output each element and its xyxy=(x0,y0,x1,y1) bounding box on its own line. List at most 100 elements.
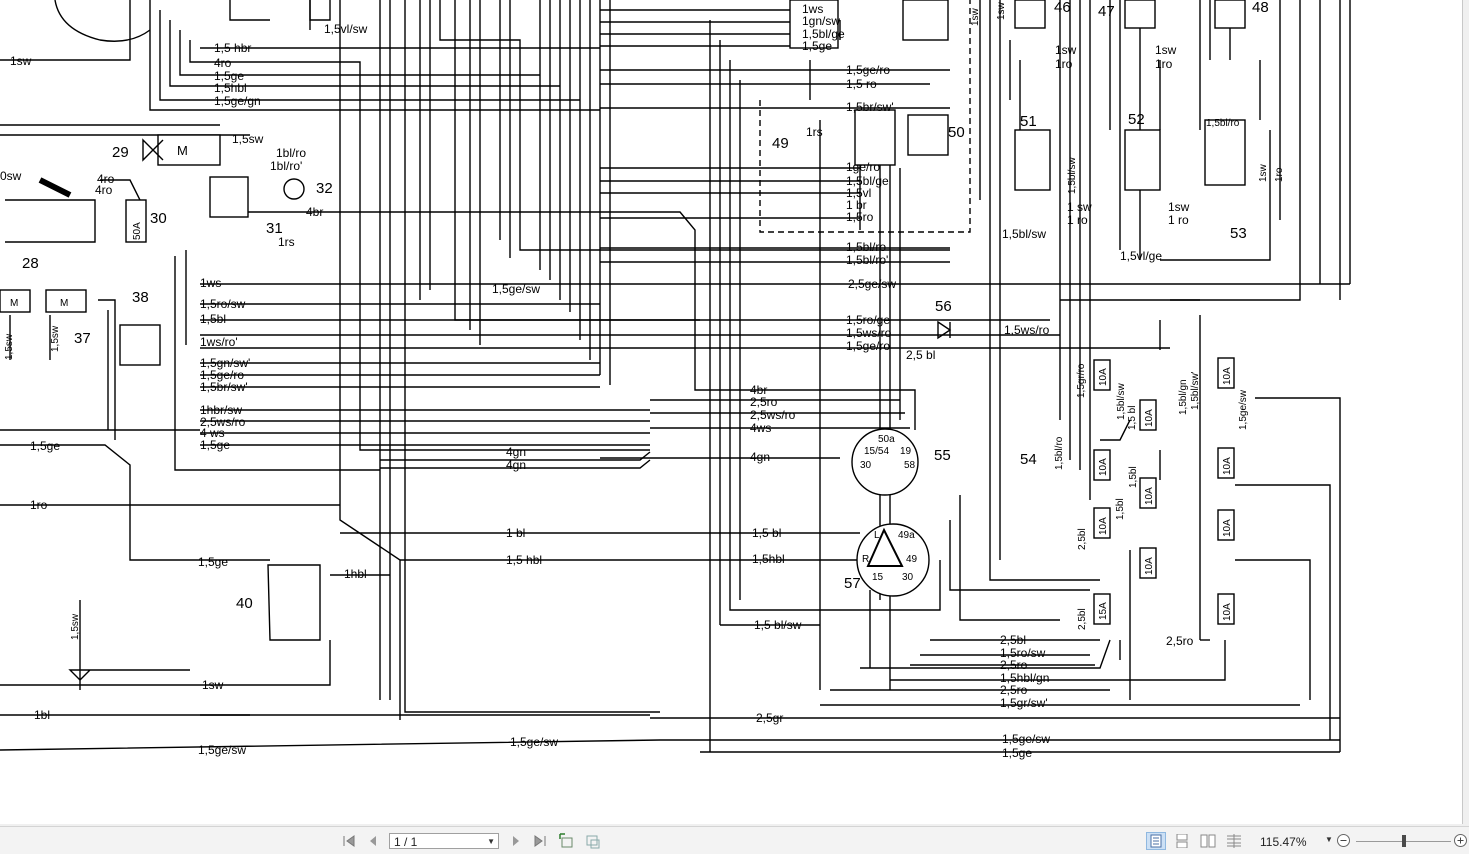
svg-text:1,5sw: 1,5sw xyxy=(70,613,81,640)
svg-text:1sw: 1sw xyxy=(1055,43,1077,57)
facing-view-icon[interactable] xyxy=(1198,832,1218,850)
chevron-down-icon[interactable]: ▼ xyxy=(1325,835,1333,844)
zoom-slider-thumb[interactable] xyxy=(1402,835,1406,847)
svg-text:50: 50 xyxy=(948,124,965,141)
svg-text:1,5bl/ro: 1,5bl/ro xyxy=(1054,436,1065,470)
svg-text:0sw: 0sw xyxy=(0,169,22,183)
svg-text:1bl/ro: 1bl/ro xyxy=(276,146,306,160)
svg-text:50A: 50A xyxy=(132,222,143,240)
svg-text:1,5 ro: 1,5 ro xyxy=(846,77,877,91)
fit-page-icon[interactable] xyxy=(558,833,576,849)
svg-text:50a: 50a xyxy=(878,434,895,445)
component-49 xyxy=(854,109,896,166)
svg-text:51: 51 xyxy=(1020,113,1037,130)
wiring-diagram-page: 1sw 1,5 hbr 4ro 1,5ge 1,5hbl 1,5ge/gn 1,… xyxy=(0,0,1463,824)
component-38 xyxy=(119,324,161,366)
continuous-view-icon[interactable] xyxy=(1172,832,1192,850)
first-page-icon[interactable] xyxy=(341,833,357,849)
top-left-component-arc xyxy=(54,0,151,42)
svg-text:1 sw: 1 sw xyxy=(1067,200,1092,214)
svg-text:4br: 4br xyxy=(750,383,767,397)
svg-text:1,5ge/gn: 1,5ge/gn xyxy=(214,94,261,108)
component-32 xyxy=(283,178,305,200)
svg-text:19: 19 xyxy=(900,446,912,457)
viewer-toolbar: 1 / 1 ▼ 115.47% ▼ xyxy=(0,826,1469,854)
svg-text:1,5vl: 1,5vl xyxy=(846,186,871,200)
svg-text:1,5bl/ro: 1,5bl/ro xyxy=(846,240,886,254)
svg-text:4ro: 4ro xyxy=(95,183,113,197)
svg-text:1,5hbl: 1,5hbl xyxy=(752,552,785,566)
svg-text:1,5ge: 1,5ge xyxy=(214,69,244,83)
fuse-50a xyxy=(125,199,147,243)
document-area[interactable]: 1sw 1,5 hbr 4ro 1,5ge 1,5hbl 1,5ge/gn 1,… xyxy=(0,0,1469,826)
svg-text:1,5br/sw': 1,5br/sw' xyxy=(200,380,248,394)
svg-text:10A: 10A xyxy=(1222,367,1233,385)
svg-text:1,5vl/ge: 1,5vl/ge xyxy=(1120,249,1162,263)
svg-text:2,5ro: 2,5ro xyxy=(1000,683,1028,697)
svg-text:29: 29 xyxy=(112,144,129,161)
svg-text:1ws: 1ws xyxy=(802,2,823,16)
previous-page-icon[interactable] xyxy=(366,833,380,849)
svg-text:1,5bl/ro': 1,5bl/ro' xyxy=(846,253,888,267)
svg-text:1,5sw: 1,5sw xyxy=(4,333,15,360)
svg-text:1,5bl: 1,5bl xyxy=(1128,466,1139,488)
component-numbers: 29 30 31 32 28 37 38 40 46 47 48 49 50 5… xyxy=(22,0,1269,612)
svg-text:2,5bl: 2,5bl xyxy=(1077,608,1088,630)
svg-text:1,5ge/sw: 1,5ge/sw xyxy=(492,282,540,296)
svg-text:1hbl: 1hbl xyxy=(344,567,367,581)
svg-text:1,5ro/sw: 1,5ro/sw xyxy=(200,297,246,311)
svg-text:1,5ge: 1,5ge xyxy=(200,438,230,452)
svg-text:1,5sw: 1,5sw xyxy=(50,325,61,352)
svg-text:30: 30 xyxy=(902,572,914,583)
zoom-out-icon[interactable] xyxy=(1336,833,1351,848)
svg-text:M: M xyxy=(10,298,18,309)
fit-width-icon[interactable] xyxy=(584,833,602,849)
svg-text:1,5 bl: 1,5 bl xyxy=(1127,406,1138,430)
svg-text:1,5bl/sw: 1,5bl/sw xyxy=(1002,227,1046,241)
svg-text:54: 54 xyxy=(1020,451,1037,468)
svg-text:1,5bl/ro: 1,5bl/ro xyxy=(1206,118,1240,129)
svg-text:1,5bl/ge: 1,5bl/ge xyxy=(846,174,889,188)
last-page-icon[interactable] xyxy=(532,833,548,849)
svg-text:1sw: 1sw xyxy=(1168,200,1190,214)
zoom-in-icon[interactable] xyxy=(1453,833,1468,848)
svg-text:1,5 hbr: 1,5 hbr xyxy=(214,41,251,55)
svg-text:1ge/ro: 1ge/ro xyxy=(846,160,880,174)
svg-text:M: M xyxy=(177,143,188,158)
motor-37 xyxy=(45,289,87,313)
svg-text:L: L xyxy=(874,530,880,541)
relay-53 xyxy=(1204,119,1246,186)
relay-52 xyxy=(1124,129,1161,191)
svg-text:1,5bl/ge: 1,5bl/ge xyxy=(802,27,845,41)
svg-text:1ro: 1ro xyxy=(1274,167,1285,182)
svg-text:10A: 10A xyxy=(1098,458,1109,476)
next-page-icon[interactable] xyxy=(509,833,523,849)
svg-text:1,5ge/sw: 1,5ge/sw xyxy=(1002,732,1050,746)
svg-text:58: 58 xyxy=(904,460,916,471)
svg-text:1sw: 1sw xyxy=(1155,43,1177,57)
relay-51 xyxy=(1014,129,1051,191)
svg-text:1,5bl/sw: 1,5bl/sw xyxy=(1067,157,1078,194)
svg-text:4gn: 4gn xyxy=(750,450,770,464)
svg-text:1,5ge/ro: 1,5ge/ro xyxy=(846,339,890,353)
svg-text:10A: 10A xyxy=(1222,519,1233,537)
svg-text:1,5ro/sw: 1,5ro/sw xyxy=(1000,646,1046,660)
zoom-level[interactable]: 115.47% xyxy=(1260,835,1307,849)
continuous-facing-view-icon[interactable] xyxy=(1224,832,1244,850)
motor-29 xyxy=(157,134,221,166)
page-number-select[interactable]: 1 / 1 ▼ xyxy=(389,833,499,849)
lamp-47 xyxy=(1124,0,1156,29)
svg-text:15A: 15A xyxy=(1098,602,1109,620)
svg-text:10A: 10A xyxy=(1144,487,1155,505)
svg-text:1,5bl: 1,5bl xyxy=(1115,498,1126,520)
wiring-diagram: 1sw 1,5 hbr 4ro 1,5ge 1,5hbl 1,5ge/gn 1,… xyxy=(0,0,1351,760)
svg-text:1ws: 1ws xyxy=(200,276,221,290)
svg-text:2,5ro: 2,5ro xyxy=(1166,634,1194,648)
svg-text:1bl: 1bl xyxy=(34,708,50,722)
svg-text:2,5ws/ro: 2,5ws/ro xyxy=(200,415,246,429)
svg-text:1,5gr/sw': 1,5gr/sw' xyxy=(1000,696,1048,710)
svg-text:2,5bl: 2,5bl xyxy=(1000,633,1026,647)
single-page-view-icon[interactable] xyxy=(1146,832,1166,850)
motor-labels: M M M xyxy=(10,143,188,309)
svg-text:1 ro: 1 ro xyxy=(1067,213,1088,227)
